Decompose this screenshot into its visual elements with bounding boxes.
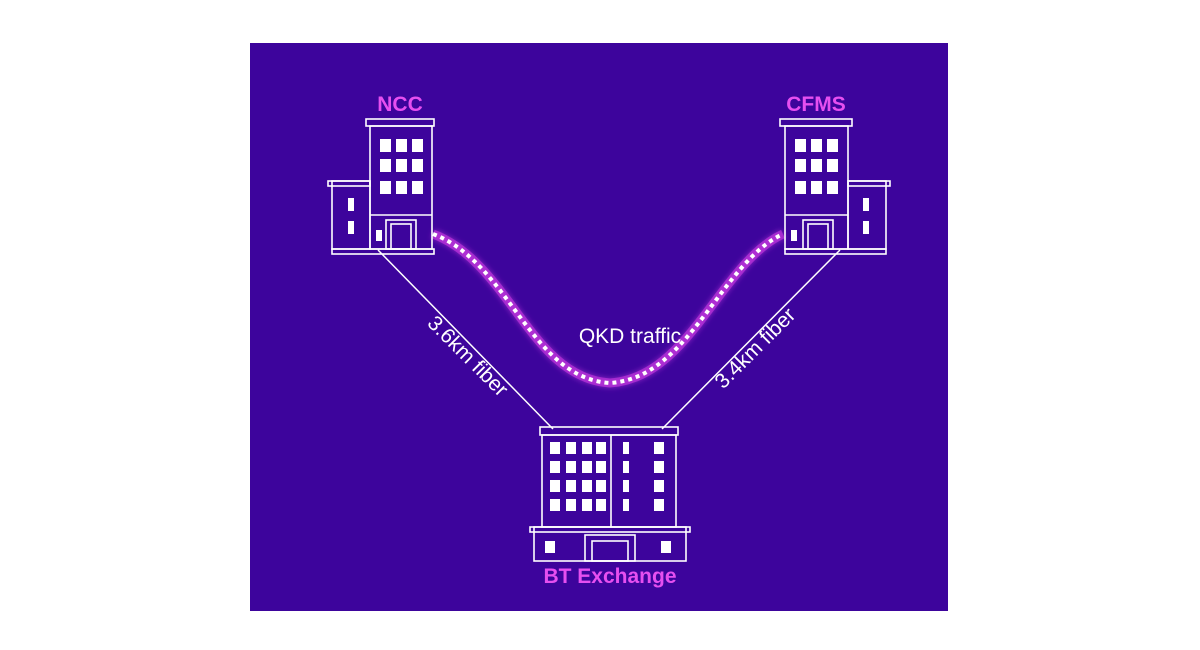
ncc-building-icon [327, 118, 435, 255]
left-fiber-line [377, 249, 554, 430]
bt-exchange-building-icon [529, 426, 691, 562]
network-diagram: NCC CFMS BT Exchange QKD traffic 3.6km f… [250, 43, 948, 611]
qkd-link [431, 229, 785, 388]
diagram-panel: NCC CFMS BT Exchange QKD traffic 3.6km f… [250, 43, 948, 611]
ncc-label: NCC [377, 93, 423, 116]
right-fiber-line [661, 249, 841, 430]
diagram-background [250, 43, 948, 611]
cfms-label: CFMS [786, 93, 846, 116]
bt-exchange-label: BT Exchange [543, 565, 676, 588]
cfms-building-icon [779, 118, 891, 255]
qkd-traffic-label: QKD traffic [579, 325, 681, 348]
